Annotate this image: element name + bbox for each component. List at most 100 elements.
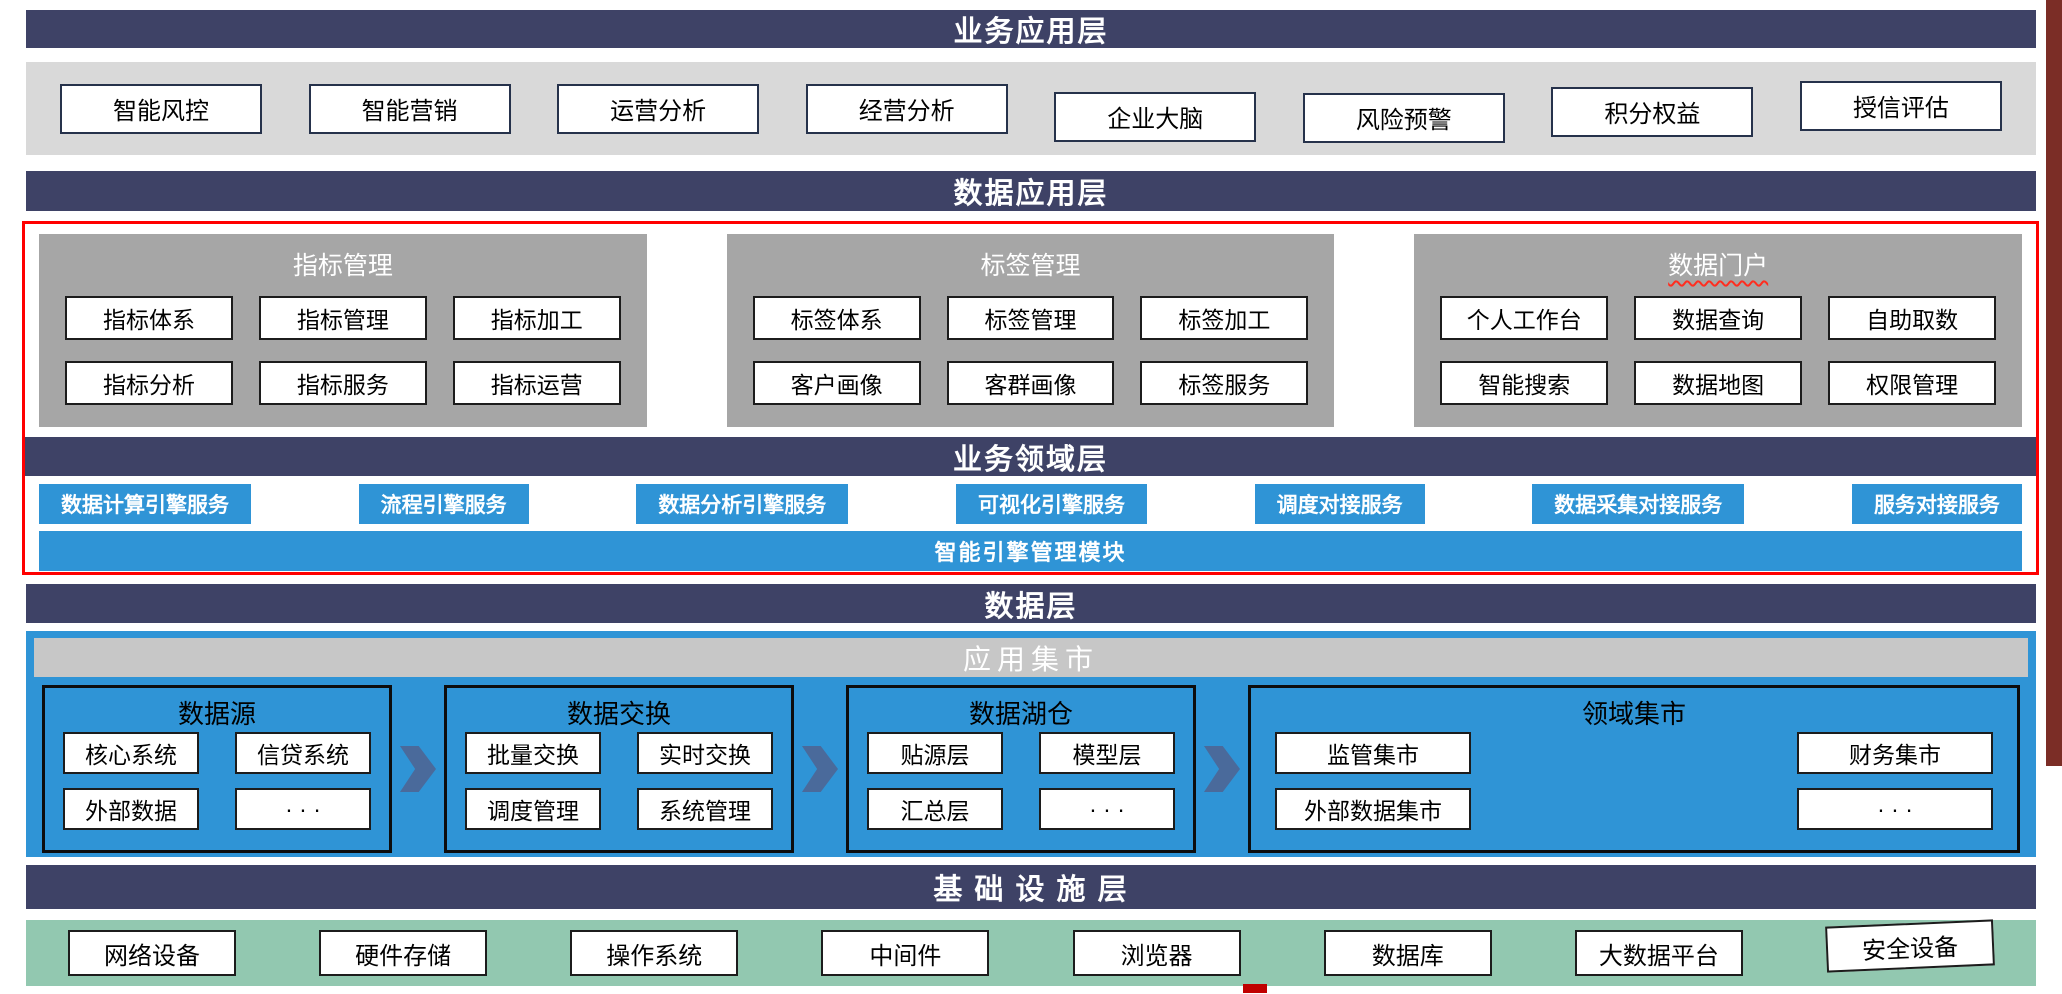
data-box: 实时交换 — [637, 732, 773, 774]
data-box-label: · · · — [285, 795, 321, 822]
data-box-label: 实时交换 — [659, 742, 751, 768]
data-box-label: 调度管理 — [487, 798, 579, 824]
engine-service-label: 调度对接服务 — [1276, 494, 1403, 517]
infrastructure-box: 安全设备 — [1825, 919, 1995, 973]
layer-title: 业务领域层 — [952, 443, 1108, 476]
application-label: 经营分析 — [858, 98, 955, 125]
panel-item-grid: 指标体系 指标管理 指标加工 指标分析 — [39, 286, 647, 427]
panel-title-text: 指标管理 — [292, 252, 393, 280]
infrastructure-box: 网络设备 — [68, 930, 236, 976]
data-box-label: 贴源层 — [900, 742, 970, 768]
application-label: 风险预警 — [1355, 107, 1452, 134]
infrastructure-label: 大数据平台 — [1598, 942, 1719, 970]
panel-domain-marts: 领域集市 监管集市 财务集市 外部数据集市 — [1248, 685, 2020, 853]
engine-service-chip: 调度对接服务 — [1254, 484, 1425, 524]
module-box: 智能搜索 — [1440, 360, 1609, 405]
engine-service-chip: 数据分析引擎服务 — [636, 484, 849, 524]
layer-header-data-layer: 数据层 — [26, 584, 2036, 623]
module-label: 数据查询 — [1672, 307, 1765, 334]
panel-data-portal: 数据门户 个人工作台 数据查询 自助取数 — [1414, 234, 2023, 427]
module-box: 标签服务 — [1140, 360, 1309, 405]
module-label: 标签管理 — [984, 307, 1077, 334]
panel-title: 标签管理 — [727, 234, 1335, 286]
application-label: 智能风控 — [113, 98, 209, 125]
application-label: 企业大脑 — [1107, 106, 1204, 133]
data-box-label: 汇总层 — [900, 798, 970, 824]
window-edge-strip — [2046, 0, 2062, 766]
layer-header-business-application: 业务应用层 — [26, 10, 2036, 48]
infrastructure-label: 硬件存储 — [355, 942, 452, 970]
infrastructure-box: 中间件 — [821, 930, 990, 976]
module-box: 指标加工 — [452, 296, 621, 341]
data-box: 信贷系统 — [235, 732, 371, 774]
layer-header-business-domain: 业务领域层 — [25, 437, 2036, 476]
application-box: 风险预警 — [1302, 92, 1505, 143]
panel-item-grid: 个人工作台 数据查询 自助取数 智能搜索 — [1414, 286, 2022, 427]
infrastructure-box: 浏览器 — [1072, 930, 1241, 976]
module-box: 标签体系 — [752, 296, 921, 341]
engine-service-chip: 流程引擎服务 — [358, 484, 529, 524]
data-box-label: 核心系统 — [85, 742, 177, 768]
panel-item-grid: 标签体系 标签管理 标签加工 客户画像 — [727, 286, 1335, 427]
module-label: 指标加工 — [490, 307, 583, 334]
data-box: 核心系统 — [63, 732, 199, 774]
module-label: 客群画像 — [984, 371, 1077, 398]
module-label: 数据地图 — [1672, 371, 1765, 398]
module-box: 客户画像 — [752, 360, 921, 405]
module-label: 标签体系 — [790, 307, 883, 334]
infrastructure-label: 中间件 — [869, 942, 942, 970]
module-box: 指标分析 — [65, 360, 233, 405]
data-box-label: 批量交换 — [487, 742, 579, 768]
data-box: · · · — [1797, 788, 1993, 830]
infrastructure-box: 数据库 — [1323, 930, 1492, 976]
module-label: 个人工作台 — [1466, 307, 1582, 334]
data-box-label: 财务集市 — [1849, 742, 1941, 768]
infrastructure-band: 网络设备 硬件存储 操作系统 中间件 浏览器 数据库 大数据平台 — [26, 919, 2036, 986]
module-label: 智能搜索 — [1478, 371, 1571, 398]
application-box: 积分权益 — [1551, 86, 1754, 137]
module-box: 个人工作台 — [1440, 296, 1609, 341]
data-box: · · · — [235, 788, 371, 830]
application-mart-band: 应用集市 — [34, 638, 2028, 677]
data-box: 外部数据 — [63, 788, 199, 830]
data-box: 系统管理 — [637, 788, 773, 830]
infrastructure-box: 操作系统 — [570, 930, 739, 976]
engine-service-label: 数据计算引擎服务 — [61, 494, 229, 517]
engine-service-label: 流程引擎服务 — [380, 494, 507, 517]
application-mart-title: 应用集市 — [962, 643, 1099, 675]
data-box-label: 外部数据集市 — [1304, 798, 1442, 824]
data-box-label: 信贷系统 — [257, 742, 349, 768]
infrastructure-box: 大数据平台 — [1574, 930, 1743, 976]
data-layer-region: 应用集市 数据源 核心系统 信贷系统 — [26, 631, 2036, 857]
application-label: 授信评估 — [1852, 95, 1949, 122]
engine-service-chip: 数据计算引擎服务 — [39, 484, 251, 524]
module-box: 标签管理 — [946, 296, 1115, 341]
flow-arrow-icon — [802, 746, 838, 792]
panel-data-exchange: 数据交换 批量交换 实时交换 调度管理 — [444, 685, 794, 853]
layer-title: 数据层 — [984, 590, 1078, 623]
module-label: 权限管理 — [1866, 371, 1959, 398]
layer-header-data-application: 数据应用层 — [26, 171, 2036, 211]
module-label: 指标分析 — [102, 371, 195, 398]
data-box-label: 模型层 — [1072, 742, 1142, 768]
flow-arrow-icon — [1204, 746, 1240, 792]
engine-service-chip: 数据采集对接服务 — [1532, 484, 1745, 524]
data-box-label: 系统管理 — [659, 798, 751, 824]
module-box: 数据地图 — [1634, 360, 1803, 405]
application-label: 运营分析 — [610, 98, 707, 125]
module-label: 标签加工 — [1178, 307, 1271, 334]
module-box: 权限管理 — [1828, 360, 1997, 405]
dpanel-grid: 监管集市 财务集市 外部数据集市 · · · — [1251, 728, 2017, 844]
panel-title: 指标管理 — [39, 234, 647, 286]
module-box: 指标管理 — [258, 296, 427, 341]
dpanel-grid: 批量交换 实时交换 调度管理 系统管理 — [447, 728, 791, 844]
dpanel-grid: 核心系统 信贷系统 外部数据 · · · — [45, 728, 389, 844]
panel-title-text: 数据门户 — [1668, 252, 1769, 280]
module-box: 标签加工 — [1140, 296, 1309, 341]
data-box: 调度管理 — [465, 788, 601, 830]
module-box: 数据查询 — [1634, 296, 1803, 341]
module-label: 指标体系 — [102, 307, 195, 334]
data-application-panels: 指标管理 指标体系 指标管理 指标加工 — [39, 234, 2023, 427]
infrastructure-label: 数据库 — [1371, 942, 1444, 970]
module-label: 指标运营 — [490, 371, 583, 398]
